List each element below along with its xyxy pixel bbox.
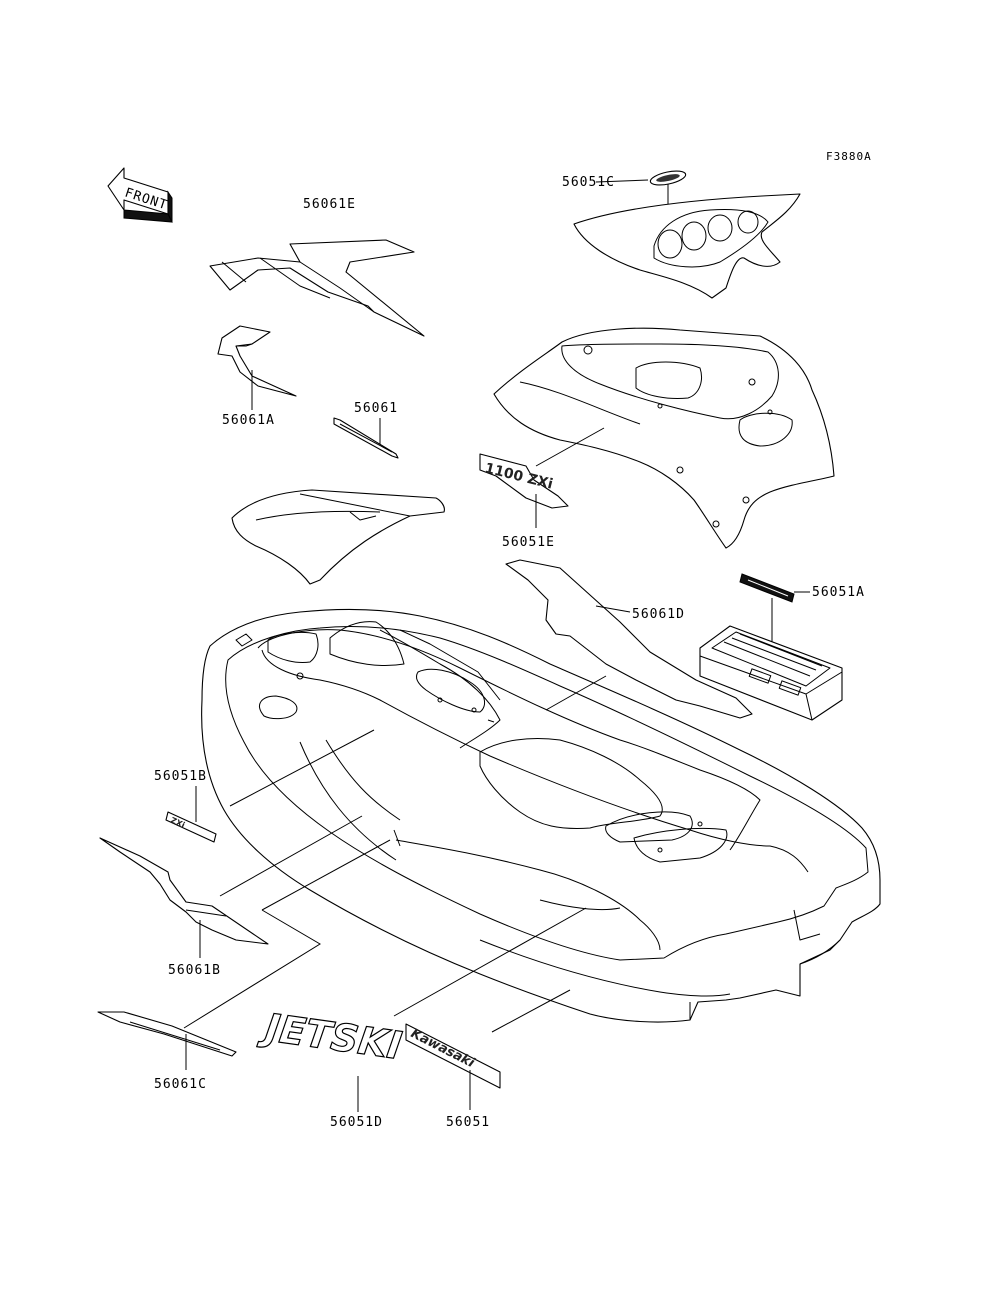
badge-56051C (649, 170, 687, 186)
seat-cover-part (231, 489, 445, 585)
stripe-decal-56061B (99, 837, 269, 945)
badge-56051A (739, 573, 795, 603)
callout-56051C: 56051C (562, 175, 615, 190)
callout-56051D: 56051D (330, 1115, 383, 1130)
callout-56051E: 56051E (502, 535, 555, 550)
leader-side-a (261, 839, 391, 911)
leader-56061D-hull (545, 675, 607, 711)
handlebar-cover-part (573, 193, 801, 299)
leader-56051C-a (595, 179, 649, 183)
leader-56061B-hull (219, 815, 363, 897)
front-arrow-icon: FRONT (107, 167, 173, 223)
callout-56051A: 56051A (812, 585, 865, 600)
leader-side-b (183, 909, 321, 1029)
callout-56061B: 56061B (168, 963, 221, 978)
callout-56051: 56051 (446, 1115, 490, 1130)
console-box-part (699, 625, 843, 721)
leader-56061D (595, 605, 631, 613)
callout-56061: 56061 (354, 401, 398, 416)
leader-56051-hull (393, 907, 587, 1017)
hull-part (201, 608, 881, 1023)
kawasaki-decal-56051: Kawasaki (405, 1023, 501, 1089)
leader-56051D-hull (491, 989, 571, 1033)
callout-56061A: 56061A (222, 413, 275, 428)
leader-56051E-a (535, 427, 605, 467)
kawasaki-logo-text: Kawasaki (408, 1026, 477, 1071)
badge-56051B: ZXi (165, 811, 217, 843)
decal-56061A (217, 325, 297, 397)
hood-deck-part (493, 327, 835, 549)
jetski-logo-text: JETSKI (256, 1004, 405, 1068)
diagram-ref-number: F3880A (826, 150, 872, 163)
callout-56061D: 56061D (632, 607, 685, 622)
leader-56051B-b (229, 729, 375, 807)
callout-56051B: 56051B (154, 769, 207, 784)
pin-stripe-56061C (97, 1011, 237, 1057)
callout-56061E: 56061E (303, 197, 356, 212)
callout-56061C: 56061C (154, 1077, 207, 1092)
stripe-decal-56061E (209, 239, 425, 337)
pin-stripe-56061 (333, 417, 399, 459)
logo-decal-56051D: JETSKI (255, 1004, 405, 1069)
model-decal-56051E: 1100 ZXi (479, 453, 569, 509)
